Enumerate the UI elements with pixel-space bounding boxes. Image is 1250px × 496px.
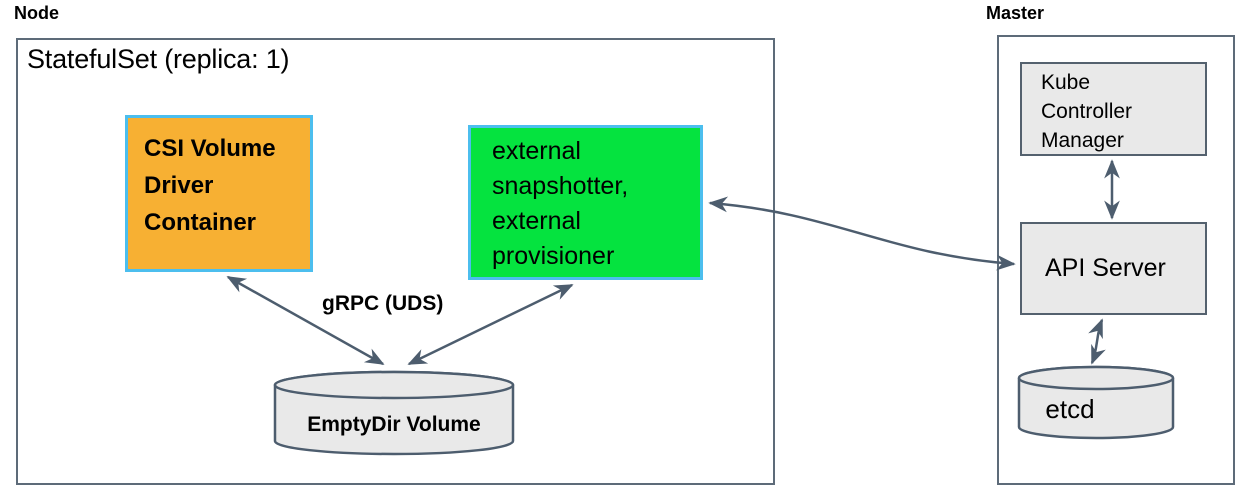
master-section-title: Master [986, 3, 1045, 23]
node-section-title: Node [14, 3, 59, 23]
emptydir-volume-label: EmptyDir Volume [307, 413, 481, 436]
api-server-box: API Server [1020, 222, 1207, 315]
statefulset-title: StatefulSet (replica: 1) [27, 44, 290, 74]
grpc-uds-label: gRPC (UDS) [322, 292, 444, 315]
kube-controller-manager-box: Kube Controller Manager [1020, 62, 1207, 156]
etcd-label: etcd [1045, 394, 1095, 424]
csi-volume-driver-container-box: CSI Volume Driver Container [125, 115, 313, 272]
external-snapshotter-provisioner-box: external snapshotter, external provision… [468, 125, 703, 280]
